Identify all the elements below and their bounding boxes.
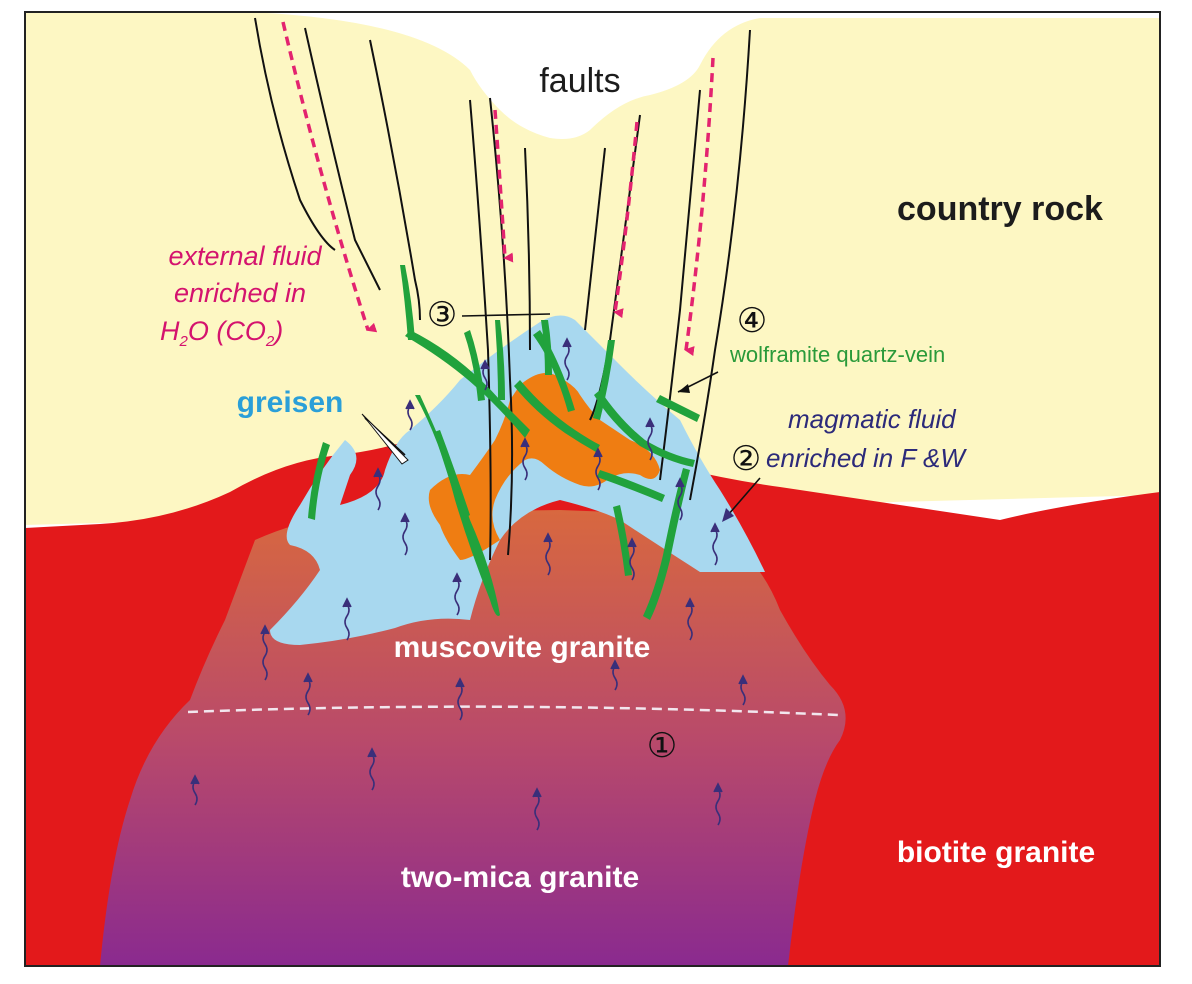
frame-border [24,11,1161,967]
wavy-up-arrow-21 [190,774,200,806]
dashed-down-arrow-2 [493,109,514,263]
wavy-up-arrow-23 [532,787,542,831]
wavy-up-arrow-13 [593,447,603,491]
two-mica-granite-label: two-mica granite [401,861,639,894]
dashed-down-arrow-4 [684,57,715,357]
wavy-up-arrow-3 [342,597,352,641]
wavy-up-arrow-6 [405,399,415,431]
wavy-up-arrow-22 [367,747,377,791]
biotite-granite-label: biotite granite [897,836,1095,869]
magmatic-fluid-label-line2: enriched in F &W [766,443,967,473]
faults-label: faults [539,62,620,100]
greisen-zone [270,315,765,645]
wavy-up-arrow-14 [610,659,620,691]
magmatic-fluid-label-line1: magmatic fluid [788,404,957,434]
h2o-co2-label: H2O (CO2) [160,316,283,350]
marker-1: ① [647,727,677,765]
wavy-up-arrow-9 [480,359,490,391]
wolframite-veins [308,265,700,620]
orange-core [428,372,660,560]
greisen-label: greisen [237,386,344,419]
muscovite-granite-label: muscovite granite [394,631,651,664]
wavy-up-arrow-24 [713,782,723,826]
marker-4: ④ [737,302,767,340]
wavy-up-arrow-19 [710,522,720,566]
wavy-up-arrow-20 [738,674,748,706]
external-fluid-arrows [281,21,715,357]
wavy-up-arrow-7 [452,572,462,616]
wavy-up-arrow-10 [520,437,530,481]
wavy-up-arrow-17 [675,477,685,521]
country-rock-label: country rock [897,190,1103,228]
wavy-up-arrow-11 [543,532,553,576]
dashed-down-arrow-3 [613,121,639,319]
dashed-down-arrow-1 [281,21,378,333]
wavy-up-arrow-12 [562,337,572,381]
marker-2: ② [731,440,761,478]
magmatic-pointer-icon [722,508,734,522]
external-fluid-label-line1: external fluid [168,241,322,271]
magmatic-fluid-arrows [190,337,748,831]
greisen-pointer-icon [361,413,409,465]
wavy-up-arrow-8 [455,677,465,721]
marker-3: ③ [427,296,457,334]
wavy-up-arrow-1 [260,624,270,681]
wavy-up-arrow-2 [303,672,313,716]
external-fluid-label-line2: enriched in [174,278,306,308]
wavy-up-arrow-15 [627,537,637,581]
wolframite-label: wolframite quartz-vein [729,342,945,367]
wavy-up-arrow-4 [373,467,383,511]
wolframite-pointer-icon [678,384,690,393]
granite-boundary-line [187,705,839,717]
wavy-up-arrow-5 [400,512,410,556]
wavy-up-arrow-18 [685,597,695,641]
wavy-up-arrow-16 [645,417,655,461]
